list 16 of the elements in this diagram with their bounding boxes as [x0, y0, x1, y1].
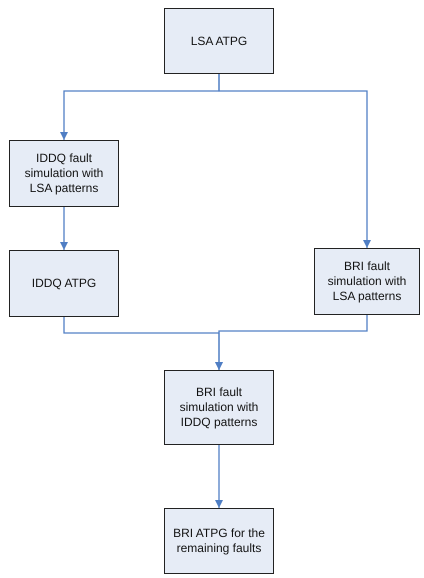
- arrow: [215, 315, 368, 370]
- process-box: [164, 370, 274, 445]
- process-box: [9, 140, 119, 207]
- process-box: [9, 250, 119, 317]
- arrow: [60, 207, 68, 250]
- arrow: [218, 74, 371, 248]
- process-box: [164, 8, 274, 74]
- process-box: [314, 248, 420, 315]
- box-label: IDDQ ATPG: [32, 276, 96, 291]
- process-box: [164, 508, 274, 574]
- arrow: [215, 445, 223, 508]
- box-label: IDDQ fault simulation with LSA patterns: [24, 151, 104, 196]
- box-label: BRI fault simulation with LSA patterns: [326, 259, 408, 304]
- box-label: LSA ATPG: [190, 34, 248, 48]
- box-label: BRI fault simulation with IDDQ patterns: [178, 385, 260, 430]
- box-label: BRI ATPG for the remaining faults: [172, 526, 266, 556]
